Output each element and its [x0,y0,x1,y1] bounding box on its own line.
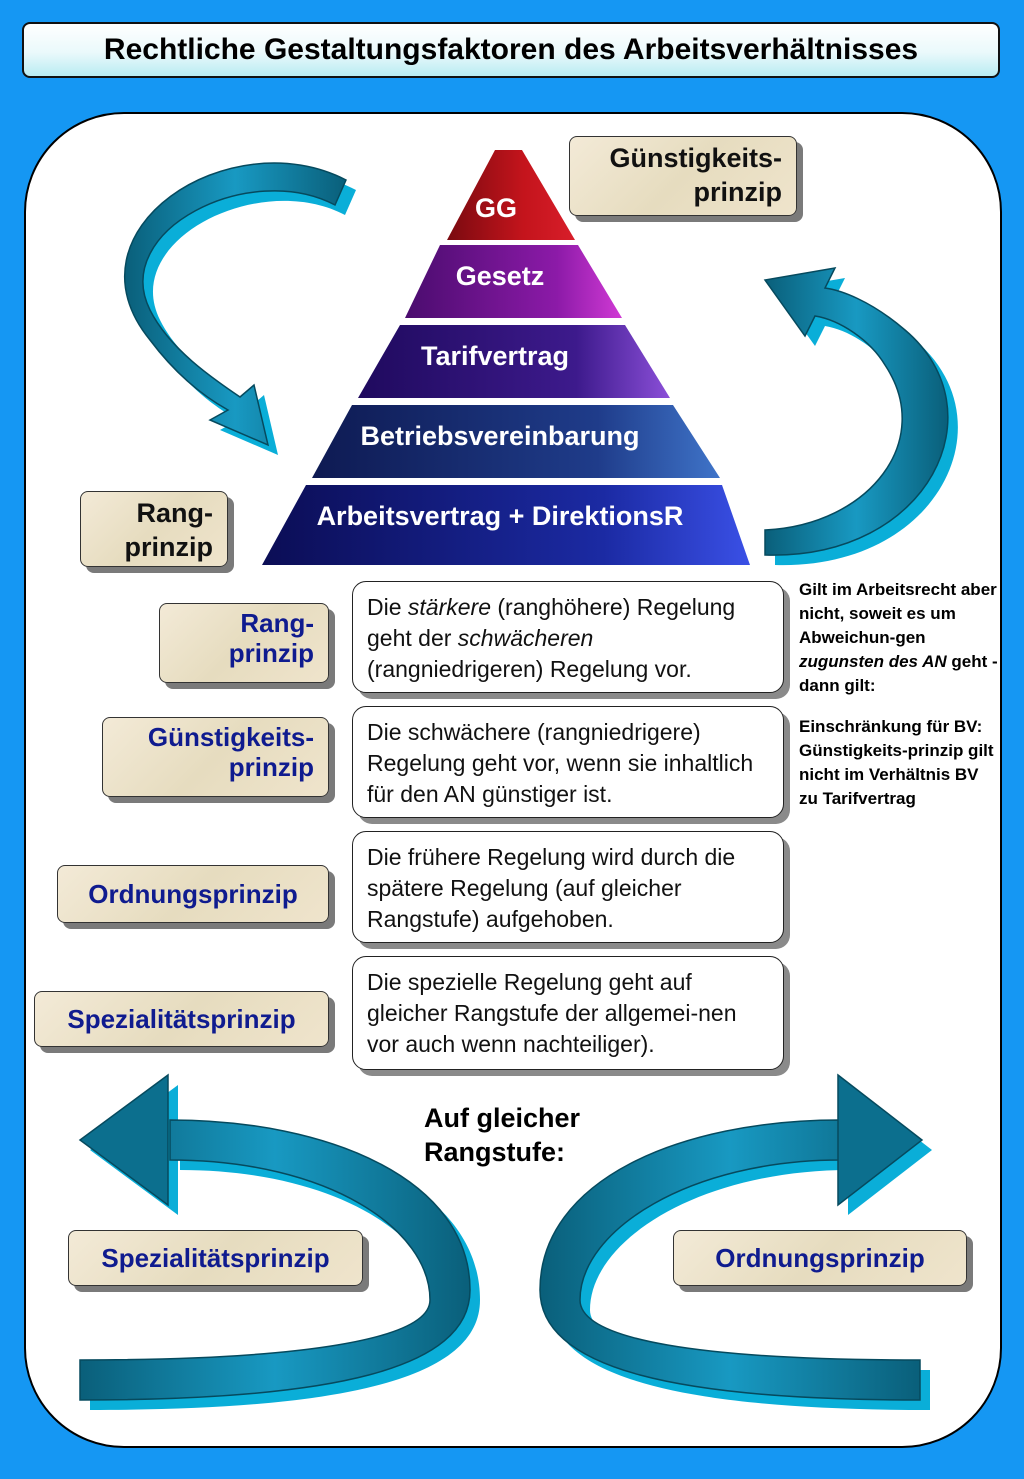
pyramid-level-gesetz [405,245,622,318]
note-text: geht - dann gilt: [799,652,998,695]
bottom-label-ordnungsprinzip: Ordnungsprinzip [673,1230,967,1286]
pyramid-label-betriebsvereinbarung: Betriebsvereinbarung [360,421,639,451]
desc-text: Die spezielle Regelung geht auf gleicher… [367,969,737,1057]
desc-guenstigkeitsprinzip: Die schwächere (rangniedrigere) Regelung… [352,706,784,818]
label-line: Spezialitätsprinzip [101,1243,330,1273]
note-text: Gilt im Arbeitsrecht aber nicht, soweit … [799,580,997,647]
label-guenstigkeitsprinzip: Günstigkeits- prinzip [102,717,329,797]
label-line: Rang- [240,608,314,638]
label-spezialitaetsprinzip: Spezialitätsprinzip [34,991,329,1047]
callout-guenstigkeitsprinzip-top: Günstigkeits- prinzip [569,136,797,216]
label-line: prinzip [228,752,314,782]
label-ordnungsprinzip: Ordnungsprinzip [57,865,329,923]
page-title: Rechtliche Gestaltungsfaktoren des Arbei… [22,22,1000,78]
pyramid-level-arbeitsvertrag [262,485,750,565]
desc-spezialitaetsprinzip: Die spezielle Regelung geht auf gleicher… [352,956,784,1070]
curved-arrow-top-left [124,162,356,455]
desc-emphasis: stärkere [407,594,491,620]
desc-text: (rangniedrigeren) Regelung vor. [367,656,692,682]
curved-arrow-bottom-right [539,1073,932,1410]
desc-emphasis: schwächeren [457,625,594,651]
callout-line: Rang- [136,498,214,528]
label-rangprinzip: Rang- prinzip [159,603,329,683]
hierarchy-pyramid: GG Gesetz Tarifvertrag Betriebsvereinbar… [262,150,750,565]
side-note-restriction: Einschränkung für BV: Günstigkeits-prinz… [799,717,994,808]
callout-line: prinzip [693,177,783,207]
desc-rangprinzip: Die stärkere (ranghöhere) Regelung geht … [352,581,784,693]
label-line: Spezialitätsprinzip [67,1004,296,1034]
pyramid-level-gg [447,150,575,240]
note-emphasis: zugunsten des AN [799,652,947,671]
callout-line: Günstigkeits- [609,143,782,173]
heading-line: Rangstufe: [424,1137,565,1167]
label-line: prinzip [228,638,314,668]
same-level-heading: Auf gleicher Rangstufe: [424,1101,644,1169]
pyramid-label-arbeitsvertrag: Arbeitsvertrag + DirektionsR [317,501,684,531]
bottom-label-spezialitaetsprinzip: Spezialitätsprinzip [68,1230,363,1286]
heading-line: Auf gleicher [424,1103,581,1133]
side-note-exception: Gilt im Arbeitsrecht aber nicht, soweit … [799,578,999,698]
curved-arrow-top-right [763,267,958,566]
callout-rangprinzip-top: Rang- prinzip [80,491,228,567]
pyramid-label-gesetz: Gesetz [456,261,545,291]
pyramid-label-gg: GG [475,193,517,223]
curved-arrow-bottom-left [78,1073,480,1410]
desc-text: Die [367,594,408,620]
desc-text: Die frühere Regelung wird durch die spät… [367,844,736,932]
desc-text: (ranghöhere) Regelung geht der [367,594,736,651]
pyramid-level-tarifvertrag [358,325,670,398]
desc-text: Die schwächere (rangniedrigere) Regelung… [367,719,754,807]
label-line: Ordnungsprinzip [88,879,298,909]
pyramid-label-tarifvertrag: Tarifvertrag [421,341,569,371]
callout-line: prinzip [124,532,214,562]
pyramid-level-betriebsvereinbarung [312,405,720,478]
label-line: Ordnungsprinzip [715,1243,925,1273]
label-line: Günstigkeits- [147,722,314,752]
desc-ordnungsprinzip: Die frühere Regelung wird durch die spät… [352,831,784,943]
